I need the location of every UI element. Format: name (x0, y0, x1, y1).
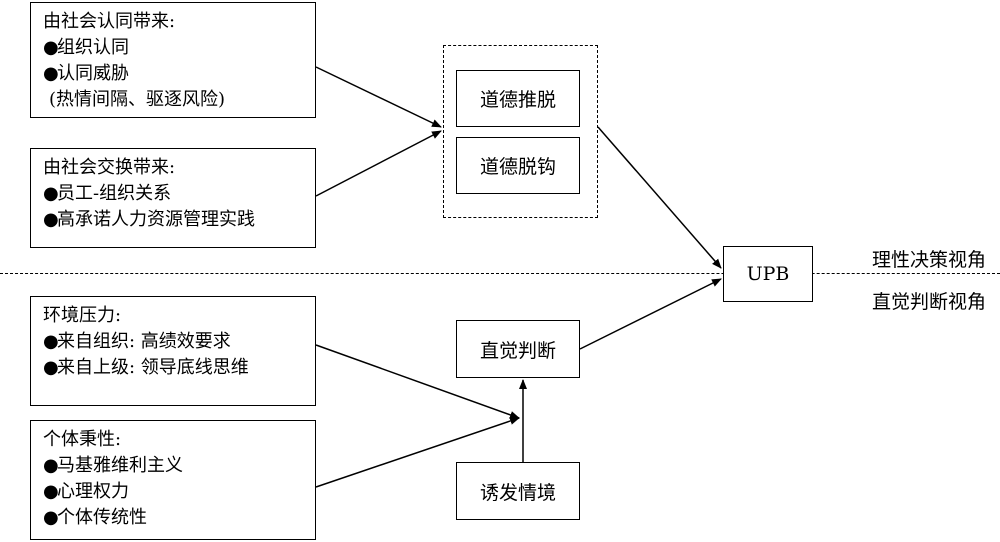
arrow-exchange-to-moral (315, 130, 442, 197)
arrow-judgment-to-upb (579, 278, 722, 350)
moral-decoupling-box: 道德脱钩 (456, 137, 580, 194)
list-item: ●来自组织: 高绩效要求 (43, 329, 315, 355)
bullet-icon: ● (43, 481, 59, 502)
list-item: ●马基雅维利主义 (43, 453, 315, 479)
list-item: ●员工-组织关系 (43, 181, 315, 207)
bullet-icon: ● (43, 357, 59, 378)
bullet-icon: ● (43, 63, 59, 84)
social-identity-note: (热情间隔、驱逐风险) (49, 89, 226, 110)
social-identity-box: 由社会认同带来: ●组织认同 ●认同威胁 (热情间隔、驱逐风险) (30, 2, 316, 118)
moral-mechanism-group (443, 45, 598, 218)
bullet-icon: ● (43, 455, 59, 476)
intuitive-judgment-box: 直觉判断 (456, 320, 580, 378)
list-item: ●组织认同 (43, 35, 315, 61)
rational-perspective-label: 理性决策视角 (869, 245, 988, 272)
traits-box: 个体秉性: ●马基雅维利主义 ●心理权力 ●个体传统性 (30, 420, 316, 540)
env-pressure-box: 环境压力: ●来自组织: 高绩效要求 ●来自上级: 领导底线思维 (30, 296, 316, 406)
perspective-divider (0, 273, 1000, 274)
bullet-icon: ● (43, 331, 59, 352)
social-exchange-title: 由社会交换带来: (43, 157, 176, 178)
social-identity-title: 由社会认同带来: (43, 11, 176, 32)
list-item: ●高承诺人力资源管理实践 (43, 207, 315, 233)
traits-title: 个体秉性: (43, 429, 122, 450)
arrow-traits-to-junction (315, 417, 520, 488)
list-item: ●个体传统性 (43, 505, 315, 531)
arrow-identity-to-moral (315, 66, 442, 128)
bullet-icon: ● (43, 37, 59, 58)
env-pressure-title: 环境压力: (43, 305, 122, 326)
bullet-icon: ● (43, 183, 59, 204)
bullet-icon: ● (43, 209, 59, 230)
bullet-icon: ● (43, 507, 59, 528)
moral-disengagement-box: 道德推脱 (456, 70, 580, 127)
list-item: ●来自上级: 领导底线思维 (43, 355, 315, 381)
social-exchange-box: 由社会交换带来: ●员工-组织关系 ●高承诺人力资源管理实践 (30, 148, 316, 248)
intuitive-perspective-label: 直觉判断视角 (869, 287, 988, 314)
arrow-moral-to-upb (597, 126, 722, 269)
trigger-situation-box: 诱发情境 (456, 462, 580, 520)
list-item: ●认同威胁 (43, 61, 315, 87)
arrow-pressure-to-junction (315, 344, 520, 419)
upb-box: UPB (723, 246, 813, 302)
list-item: ●心理权力 (43, 479, 315, 505)
